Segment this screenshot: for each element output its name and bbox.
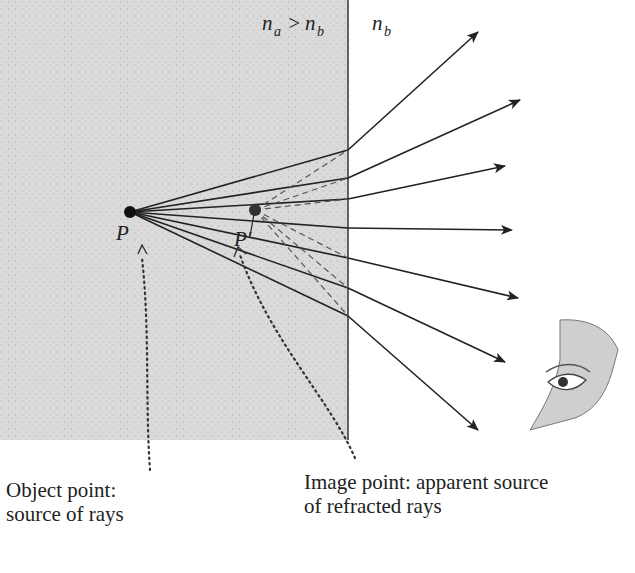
index-subscript: b <box>384 24 391 39</box>
point-label: P′ <box>234 228 251 251</box>
point-label: P <box>116 222 129 245</box>
index-subscript: a <box>274 24 281 39</box>
object-point <box>124 206 136 218</box>
caption-text: Image point: apparent source of refracte… <box>304 470 554 518</box>
eye-sketch <box>530 320 618 430</box>
image-point <box>249 204 261 216</box>
refractive-index: n <box>305 12 316 35</box>
extension-lines <box>255 150 348 316</box>
incident-rays <box>130 150 348 316</box>
medium-a-region <box>0 0 348 440</box>
caption-text: Object point: source of rays <box>6 478 166 526</box>
interface-line <box>347 0 349 440</box>
refracted-rays <box>348 32 520 430</box>
comparison-sign: > <box>287 12 301 35</box>
refractive-index: n <box>262 12 273 35</box>
index-subscript: b <box>317 24 324 39</box>
leader-lines <box>142 255 355 470</box>
refractive-index: n <box>372 12 383 35</box>
leader-head <box>138 245 147 254</box>
